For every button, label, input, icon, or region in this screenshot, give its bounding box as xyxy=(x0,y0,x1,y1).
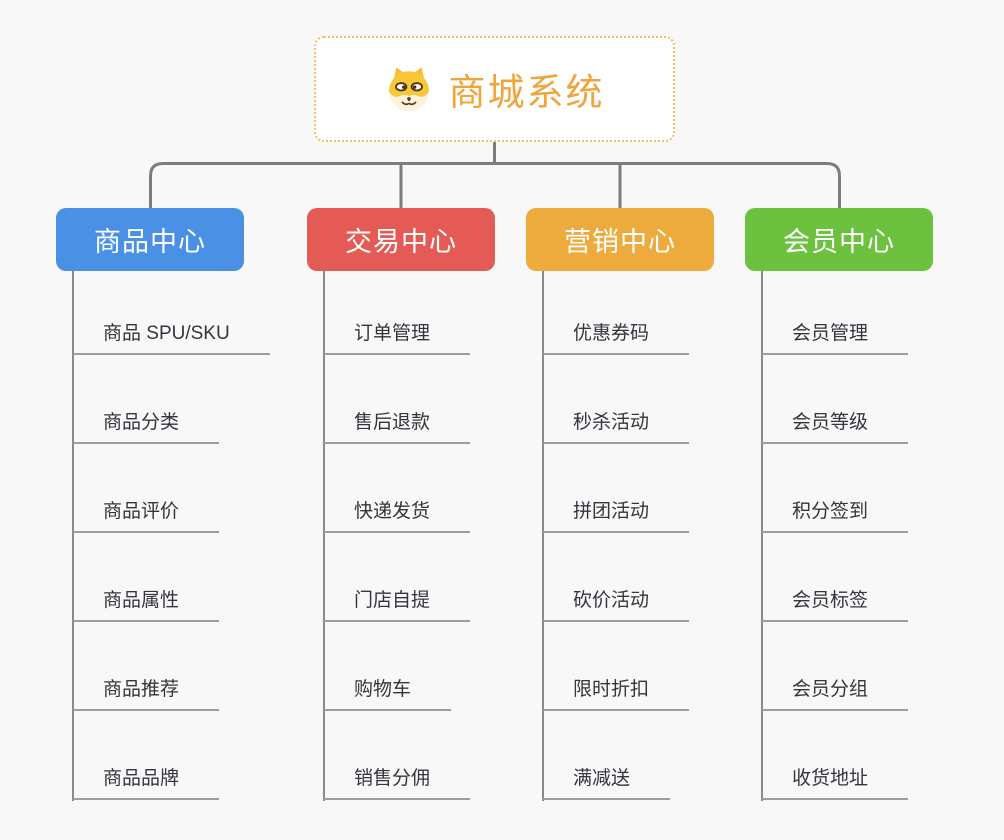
topic-item[interactable]: 商品评价 xyxy=(73,491,220,533)
topic-item[interactable]: 商品推荐 xyxy=(73,669,220,711)
branch-box-goods-center[interactable]: 商品中心 xyxy=(56,208,244,271)
branch-label: 商品中心 xyxy=(94,227,206,257)
branch-rail-line xyxy=(149,162,841,208)
topic-item[interactable]: 限时折扣 xyxy=(543,669,690,711)
root-node[interactable]: 商城系统 xyxy=(314,36,675,142)
topic-item[interactable]: 会员分组 xyxy=(762,669,909,711)
topic-item[interactable]: 商品分类 xyxy=(73,402,220,444)
topic-item[interactable]: 快递发货 xyxy=(324,491,471,533)
topic-item[interactable]: 商品属性 xyxy=(73,580,220,622)
topic-item[interactable]: 购物车 xyxy=(324,669,452,711)
topic-item[interactable]: 收货地址 xyxy=(762,758,909,800)
branch-box-marketing-center[interactable]: 营销中心 xyxy=(526,208,714,271)
topic-item[interactable]: 售后退款 xyxy=(324,402,471,444)
topic-item[interactable]: 订单管理 xyxy=(324,313,471,355)
topic-item[interactable]: 积分签到 xyxy=(762,491,909,533)
topic-item[interactable]: 会员标签 xyxy=(762,580,909,622)
branch-box-member-center[interactable]: 会员中心 xyxy=(745,208,933,271)
branch-label: 交易中心 xyxy=(345,227,457,257)
root-title: 商城系统 xyxy=(448,72,605,113)
topic-item[interactable]: 会员管理 xyxy=(762,313,909,355)
dog-face-icon xyxy=(388,67,429,112)
topic-item[interactable]: 商品品牌 xyxy=(73,758,220,800)
topic-item[interactable]: 秒杀活动 xyxy=(543,402,690,444)
topic-item[interactable]: 满减送 xyxy=(543,758,671,800)
branch-label: 会员中心 xyxy=(783,227,895,257)
topic-item[interactable]: 拼团活动 xyxy=(543,491,690,533)
topic-item[interactable]: 会员等级 xyxy=(762,402,909,444)
topic-item[interactable]: 销售分佣 xyxy=(324,758,471,800)
topic-item[interactable]: 门店自提 xyxy=(324,580,471,622)
topic-item[interactable]: 砍价活动 xyxy=(543,580,690,622)
branch-label: 营销中心 xyxy=(564,227,676,257)
topic-item[interactable]: 商品 SPU/SKU xyxy=(73,313,270,355)
topic-item[interactable]: 优惠券码 xyxy=(543,313,690,355)
branch-box-trade-center[interactable]: 交易中心 xyxy=(307,208,495,271)
